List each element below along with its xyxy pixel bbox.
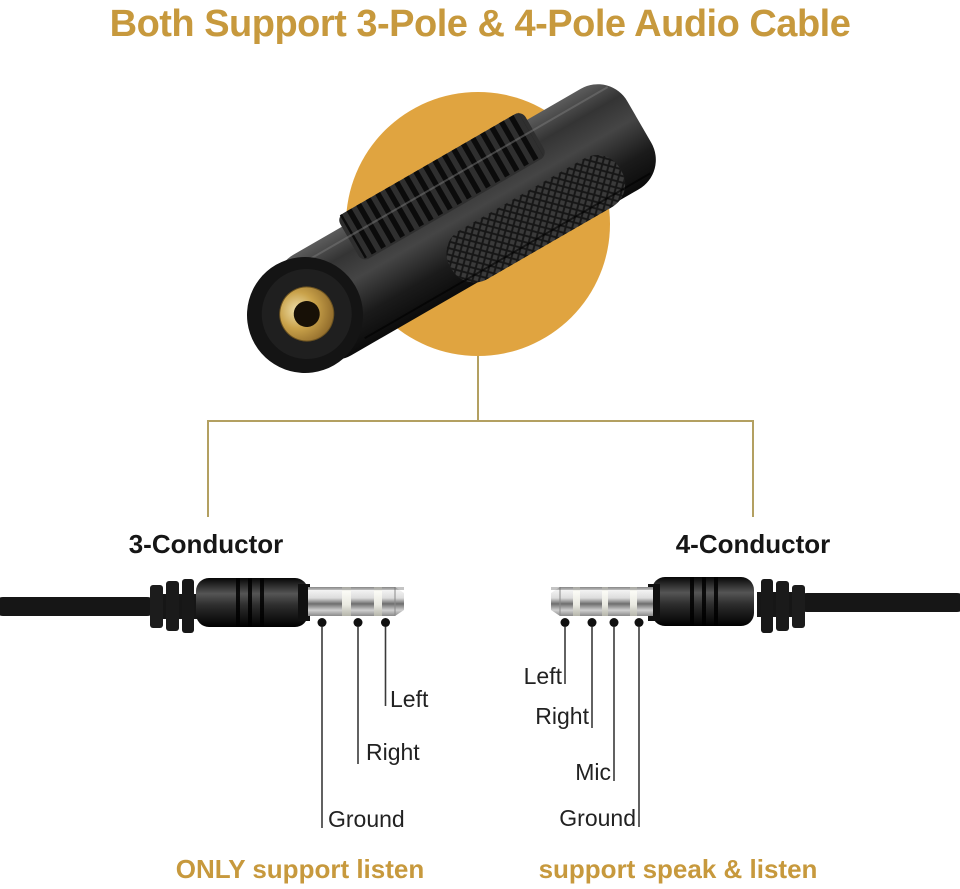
pin-label-4pole-left: Left — [523, 663, 562, 689]
heading-3-conductor: 3-Conductor — [128, 529, 284, 559]
plug-3pole-image — [0, 578, 404, 633]
pin-label-3pole-left: Left — [390, 686, 429, 712]
pin-label-4pole-ground: Ground — [559, 805, 636, 831]
caption-3pole-support: ONLY support listen — [175, 854, 425, 884]
pin-label-4pole-right: Right — [535, 703, 589, 729]
heading-4-conductor: 4-Conductor — [675, 529, 831, 559]
plug-4pole-pin-leaders — [560, 618, 644, 827]
coupler-adapter-image — [247, 84, 656, 373]
plug-4pole-image — [551, 577, 960, 633]
caption-4pole-support: support speak & listen — [538, 854, 818, 884]
bracket-connector-lines — [207, 356, 754, 517]
pin-label-4pole-mic: Mic — [575, 759, 611, 785]
plug-3pole-pin-leaders — [317, 618, 390, 828]
pin-label-3pole-ground: Ground — [328, 806, 405, 832]
page-title: Both Support 3-Pole & 4-Pole Audio Cable — [109, 3, 851, 45]
pin-label-3pole-right: Right — [366, 739, 420, 765]
